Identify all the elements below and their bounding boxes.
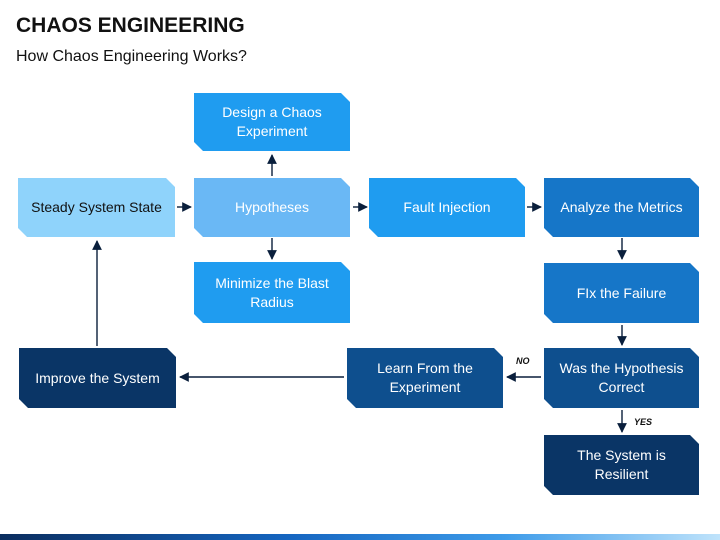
node-learn-from-experiment: Learn From the Experiment xyxy=(347,348,503,408)
node-improve-system: Improve the System xyxy=(19,348,176,408)
node-design-experiment: Design a Chaos Experiment xyxy=(194,93,350,151)
edge-label-yes: YES xyxy=(634,417,653,427)
node-fix-failure: FIx the Failure xyxy=(544,263,699,323)
node-fault-injection: Fault Injection xyxy=(369,178,525,237)
node-minimize-blast-radius: Minimize the Blast Radius xyxy=(194,262,350,323)
node-analyze-metrics: Analyze the Metrics xyxy=(544,178,699,237)
node-system-resilient: The System is Resilient xyxy=(544,435,699,495)
node-hypotheses: Hypotheses xyxy=(194,178,350,237)
node-was-hypothesis-correct: Was the Hypothesis Correct xyxy=(544,348,699,408)
node-steady-system-state: Steady System State xyxy=(18,178,175,237)
edge-label-no: NO xyxy=(516,356,530,366)
page-title: CHAOS ENGINEERING xyxy=(16,14,245,37)
footer-accent-bar xyxy=(0,534,720,540)
page-subtitle: How Chaos Engineering Works? xyxy=(16,48,247,65)
